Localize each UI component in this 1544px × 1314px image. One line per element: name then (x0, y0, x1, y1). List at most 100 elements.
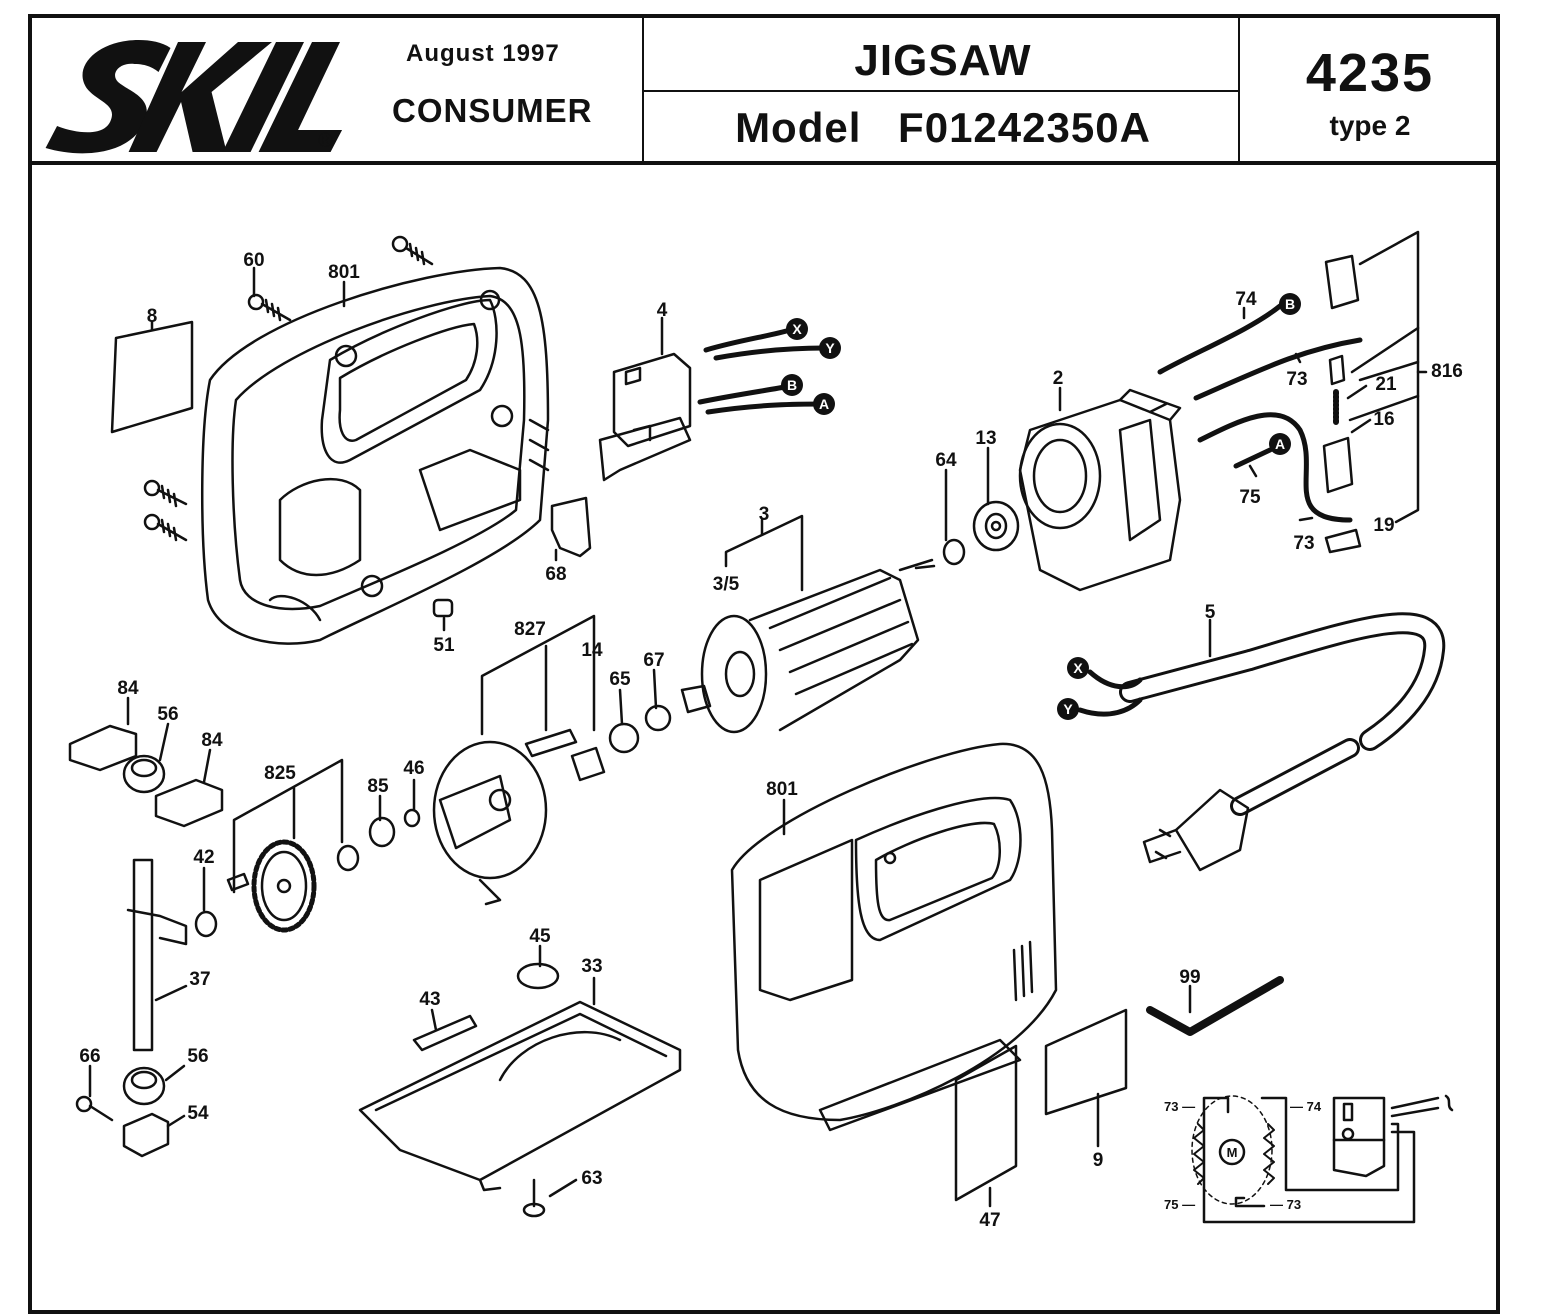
callout: 8 (147, 306, 158, 327)
screw-left-1 (143, 479, 188, 508)
wire-badge-y (819, 337, 841, 359)
callout: 16 (1373, 409, 1394, 430)
tool-name: JIGSAW (854, 36, 1032, 85)
schematic-label: — 73 (1270, 1197, 1301, 1212)
callout: 43 (419, 989, 440, 1010)
model-number: Model F01242350A (735, 104, 1151, 151)
bearing (972, 500, 1020, 552)
callout: 801 (328, 262, 360, 283)
pin (226, 872, 250, 892)
wire-badge-x (786, 318, 808, 340)
wire-badge-y-label: Y (825, 340, 835, 356)
wire-badge-a (813, 393, 835, 415)
callout: 56 (157, 704, 178, 725)
switch (598, 352, 692, 482)
wire-75 (1233, 447, 1273, 469)
divider (644, 90, 1238, 92)
callout: 84 (117, 678, 139, 699)
gear (251, 839, 317, 933)
callout: 73 (1286, 369, 1307, 390)
callout: 67 (643, 650, 664, 671)
callout: 19 (1373, 515, 1394, 536)
callout: 13 (975, 428, 996, 449)
stator (1018, 388, 1182, 592)
base-plate (358, 1000, 682, 1192)
wire-badge-x-label: X (1073, 660, 1083, 676)
label-sticker (954, 1044, 1018, 1202)
armature (680, 558, 936, 734)
callout: 816 (1431, 361, 1463, 382)
washer (942, 538, 966, 566)
callout: 3 (759, 504, 770, 525)
callout: 45 (529, 926, 551, 947)
wire-badge-x-label: X (792, 321, 802, 337)
callout: 827 (514, 619, 546, 640)
callout: 64 (935, 450, 957, 471)
schematic-label: 75 — (1164, 1197, 1195, 1212)
clamp (412, 1014, 478, 1052)
callout: 73 (1293, 533, 1314, 554)
callout: 801 (766, 779, 798, 800)
gear-housing (432, 740, 548, 906)
wiring-schematic (1191, 1094, 1454, 1224)
power-cord (1119, 612, 1446, 816)
screw (75, 1095, 114, 1122)
washer (368, 816, 396, 848)
carbon-brush (1328, 354, 1346, 386)
sleeve (336, 844, 360, 872)
registered-mark: ® (318, 130, 333, 152)
wire-badge-y-label: Y (1063, 701, 1073, 717)
block (122, 1112, 170, 1158)
callout: 54 (187, 1103, 209, 1124)
screw-top (391, 235, 434, 266)
washer (516, 962, 560, 990)
label-sticker (1044, 1008, 1128, 1116)
guide-block (68, 724, 138, 772)
housing-half (200, 266, 550, 645)
callouts: 8 60 801 4 74 73 21 816 16 2 13 64 75 73… (79, 250, 1462, 1231)
wire-badge-b (1279, 293, 1301, 315)
wire-badge-b-label: B (787, 377, 797, 393)
callout: 46 (403, 758, 424, 779)
part-number: 4235 (1305, 43, 1435, 103)
callout: 56 (187, 1046, 208, 1067)
washer (608, 722, 640, 754)
screw-60 (247, 293, 292, 322)
callout: 74 (1235, 289, 1257, 310)
wire-badge-x (1067, 657, 1089, 679)
callout: 63 (581, 1168, 602, 1189)
plunger (126, 858, 188, 1052)
callout: 5 (1205, 602, 1216, 623)
callout: 37 (189, 969, 210, 990)
document-date: August 1997 (406, 40, 560, 67)
skil-logo (45, 40, 342, 154)
motor-symbol: M (1227, 1145, 1238, 1160)
bushing (194, 910, 218, 938)
callout: 99 (1179, 967, 1200, 988)
callout: 3/5 (713, 574, 740, 595)
sleeve (570, 746, 606, 782)
wire-73 (1197, 412, 1353, 523)
callout: 47 (979, 1210, 1000, 1231)
callout: 60 (243, 250, 264, 271)
callout: 825 (264, 763, 296, 784)
market-segment: CONSUMER (392, 92, 593, 129)
power-plug (1142, 788, 1250, 872)
title-block: ® August 1997 CONSUMER JIGSAW Model F012… (28, 14, 1500, 165)
clip (1324, 528, 1362, 554)
callout: 51 (433, 635, 455, 656)
wire-badges: X Y B A B A X Y (781, 293, 1301, 720)
washer (403, 808, 421, 828)
bushing (122, 754, 166, 794)
callout: 21 (1375, 374, 1397, 395)
wire-badge-y (1057, 698, 1079, 720)
tool-type: type 2 (1329, 110, 1411, 141)
callout: 4 (657, 300, 668, 321)
bracket-line (1348, 326, 1420, 422)
sleeve (432, 598, 454, 618)
brush-holder (1322, 436, 1354, 494)
terminal (1324, 254, 1360, 310)
callout: 68 (545, 564, 566, 585)
label-sticker (110, 320, 194, 434)
clip (550, 496, 592, 558)
